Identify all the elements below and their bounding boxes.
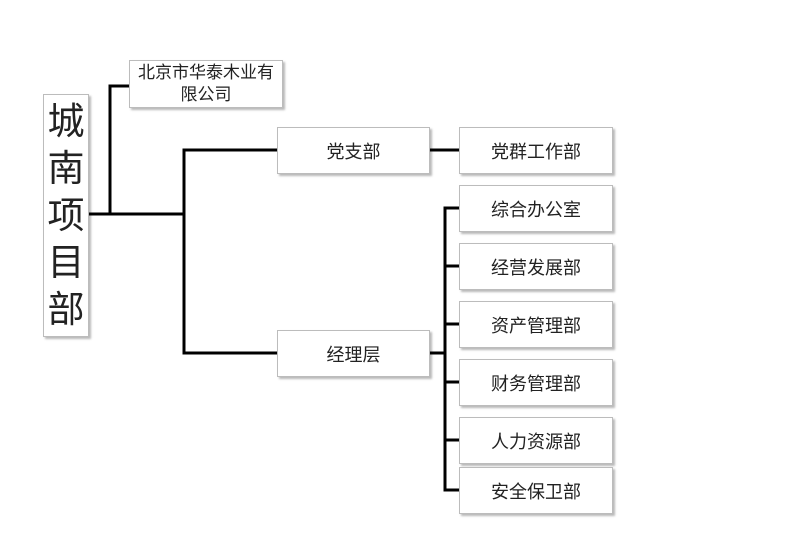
dept-business-dev-node: 经营发展部	[459, 243, 613, 290]
dept-general-office-node: 综合办公室	[459, 185, 613, 232]
management-node: 经理层	[277, 330, 430, 377]
root-char: 城	[47, 100, 85, 143]
company-node: 北京市华泰木业有限公司	[129, 60, 283, 108]
party-branch-node: 党支部	[277, 127, 430, 174]
root-char: 南	[47, 147, 85, 190]
dept-party-work-node: 党群工作部	[459, 127, 613, 174]
dept-security-node: 安全保卫部	[459, 467, 613, 514]
root-char: 目	[47, 241, 85, 284]
dept-hr-node: 人力资源部	[459, 417, 613, 464]
dept-finance-node: 财务管理部	[459, 359, 613, 406]
root-node: 城 南 项 目 部	[43, 94, 89, 337]
root-char: 部	[47, 288, 85, 331]
dept-asset-mgmt-node: 资产管理部	[459, 301, 613, 348]
root-char: 项	[47, 194, 85, 237]
